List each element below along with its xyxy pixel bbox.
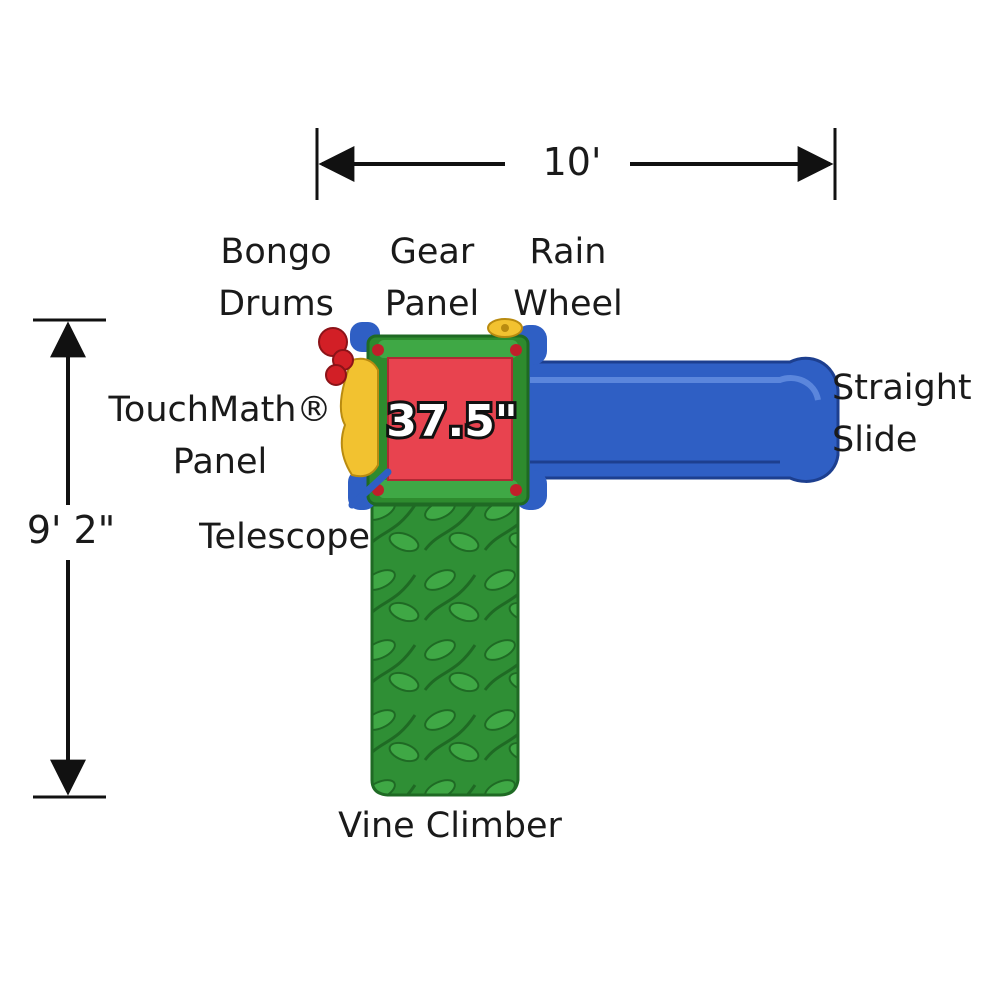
- width-dimension-label: 10': [522, 140, 622, 184]
- touchmath-panel-label-line2: Panel: [172, 442, 268, 482]
- straight-slide-label-line2: Slide: [832, 420, 918, 460]
- rain-wheel: [487, 318, 523, 338]
- depth-dimension: [33, 318, 106, 799]
- bongo-drums-label-line1: Bongo: [220, 232, 332, 272]
- gear-panel-label-line2: Panel: [384, 284, 480, 324]
- straight-slide-label-line1: Straight: [832, 368, 972, 408]
- deck-height-label: 37.5": [386, 396, 517, 447]
- touchmath-panel: [339, 357, 379, 478]
- touchmath-panel-label-line1: TouchMath®: [108, 390, 332, 430]
- depth-dimension-label: 9' 2": [26, 508, 116, 552]
- bongo-drums: [318, 327, 354, 386]
- rain-wheel-label: Rain Wheel: [508, 226, 628, 330]
- rain-wheel-label-line2: Wheel: [513, 284, 623, 324]
- vine-climber-label: Vine Climber: [338, 806, 562, 846]
- deck-platform: 37.5": [372, 344, 522, 496]
- telescope: [348, 468, 392, 509]
- straight-slide-label: Straight Slide: [832, 362, 992, 466]
- touchmath-panel-label: TouchMath® Panel: [100, 384, 340, 488]
- gear-panel-label-line1: Gear: [389, 232, 475, 272]
- vine-climber: [370, 503, 520, 797]
- rain-wheel-label-line1: Rain: [529, 232, 607, 272]
- bongo-drums-label: Bongo Drums: [206, 226, 346, 330]
- bongo-drums-label-line2: Drums: [218, 284, 334, 324]
- gear-panel-label: Gear Panel: [372, 226, 492, 330]
- straight-slide: [513, 356, 840, 483]
- width-dimension: [315, 128, 837, 200]
- telescope-label: Telescope: [199, 517, 370, 557]
